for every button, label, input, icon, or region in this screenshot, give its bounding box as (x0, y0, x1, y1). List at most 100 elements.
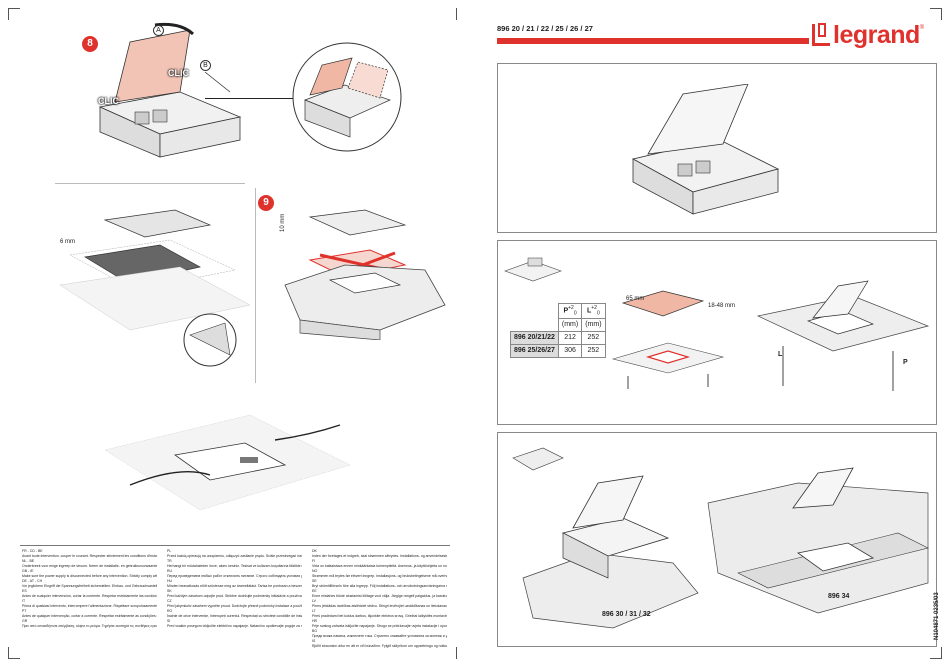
unit-p: (mm) (557, 317, 583, 332)
warning-text: Преди всяка намеса, изключете тока. Стри… (312, 634, 447, 638)
warning-text: GR (22, 619, 28, 623)
warning-text: Pred každým zásahom odpojte prúd. Strikt… (167, 594, 302, 598)
warning-text: RU (167, 569, 173, 573)
warning-text: Pred vsakim posegom izključite električn… (167, 624, 302, 628)
warning-text: PT (22, 609, 27, 613)
mini-floor-illustration (504, 257, 562, 282)
warning-text: HR (312, 619, 318, 623)
fold-line (456, 647, 457, 659)
warnings-col-2: PL Przed każdą operacją na urządzeniu, o… (167, 549, 302, 629)
warning-text: Перед проведением любых работ отключить … (167, 574, 302, 578)
warning-text: NO (312, 569, 318, 573)
warning-text: SK (167, 589, 172, 593)
warning-text: Herhangi bir müdahaleden önce, akımı kes… (167, 564, 302, 568)
warning-text: HU (167, 579, 173, 583)
step-divider (55, 183, 245, 184)
warning-text: NL - BE (22, 559, 35, 563)
warnings-top-rule (20, 545, 450, 546)
warning-text: SE (312, 579, 317, 583)
product-ref-right: 896 34 (828, 593, 850, 600)
header-p: P+20 (557, 303, 583, 319)
dim-65mm: 65 mm (626, 296, 645, 302)
warning-text: Virta on katkaistava ennen minkäänlaisia… (312, 564, 447, 568)
header-red-bar (497, 38, 809, 44)
accessories-panel: 896 30 / 31 / 32 896 34 (497, 432, 937, 647)
legrand-registered: ® (919, 25, 925, 31)
unit-l: (mm) (581, 317, 606, 332)
crop-mark (930, 647, 942, 659)
warning-text: PL (167, 549, 172, 553)
detail-circle-illustration (292, 42, 402, 152)
warning-text: BG (312, 629, 318, 633)
warning-text: Prieš pradėdami bet kokius darbus, išjun… (312, 614, 447, 618)
crop-mark (930, 8, 942, 20)
warning-text: Przed każdą operacją na urządzeniu, odłą… (167, 554, 302, 558)
warning-text: EE (312, 589, 317, 593)
warning-text: Antes de cualquier intervención, cortar … (22, 594, 157, 598)
warning-text: LT (312, 609, 316, 613)
warning-text: Prije svakog zahvata isključite napajanj… (312, 624, 447, 628)
legrand-logo: legrand ® (812, 20, 924, 50)
warning-text: Antes de qualquer intervenção, cortar a … (22, 614, 157, 618)
header-l: L+20 (581, 303, 606, 319)
warning-text: Pirms jebkādas darbības atslēdziet strāv… (312, 604, 447, 608)
warning-text: Avant toute intervention, couper le cour… (22, 554, 157, 558)
warning-text: DE - AT - CH (22, 579, 43, 583)
step-9-badge: 9 (258, 195, 274, 211)
dim-6mm: 6 mm (60, 239, 75, 245)
warning-text: TR (167, 559, 172, 563)
step-8-badge: 8 (82, 36, 98, 52)
product-panel (497, 63, 937, 233)
warning-text: IT (22, 599, 26, 603)
dim-p: P (903, 359, 908, 366)
document-code: N104871 0235/03 (934, 592, 940, 640)
raised-floor-illustration (756, 280, 930, 391)
warning-text: Onderbreek voor enige ingreep de stroom.… (22, 564, 157, 568)
warning-text: Minden beavatkozás előtt szüntesse meg a… (167, 584, 302, 588)
dimensions-panel: P+20 L+20 (mm) (mm) 896 20/21/22 212 252… (497, 240, 937, 425)
product-ref-left: 896 30 / 31 / 32 (602, 611, 651, 618)
crop-mark (8, 647, 20, 659)
warning-text: ES (22, 589, 27, 593)
warning-text: GB - IE (22, 569, 34, 573)
crop-mark (8, 8, 20, 20)
dim-18-48mm: 18-48 mm (708, 303, 736, 309)
warning-text: IS (312, 639, 316, 643)
table-row: 896 20/21/22 212 252 (510, 330, 606, 345)
warning-text: CZ (167, 599, 172, 603)
header-ref-numbers: 896 20 / 21 / 22 / 25 / 26 / 27 (497, 24, 593, 33)
warning-text: Πριν από οποιαδήποτε επέμβαση, κόψτε το … (22, 624, 157, 628)
fold-line (456, 8, 457, 20)
callout-b: B (200, 60, 211, 71)
left-accessory-illustration (512, 447, 699, 629)
warning-text: RO (167, 609, 173, 613)
warning-text: Před jakýmkoliv zásahem vypněte proud. D… (167, 604, 302, 608)
warning-text: LV (312, 599, 317, 603)
right-accessory-illustration (707, 467, 929, 614)
dim-l: L (778, 351, 783, 358)
table-row: 896 25/26/27 306 252 (510, 343, 606, 358)
warning-text: SI (167, 619, 171, 623)
carpet-box-illustration (104, 414, 351, 511)
carpet-cut-illustration (59, 209, 251, 367)
legrand-logo-mark (812, 23, 830, 46)
step-8-illustration (98, 22, 242, 158)
warning-text: Make sure the power supply is disconnect… (22, 574, 157, 578)
warning-text: Prima di qualsiasi intervento, interromp… (22, 604, 157, 608)
warnings-col-3: DK Inden der foretages et indgreb, skal … (312, 549, 447, 649)
step-divider (255, 188, 256, 383)
warning-text: Inden der foretages et indgreb, skal str… (312, 554, 447, 558)
warnings-col-1: FR - CD - BE Avant toute intervention, c… (22, 549, 157, 629)
cutout-illustration (611, 290, 725, 389)
warning-text: FR - CD - BE (22, 549, 43, 553)
legrand-wordmark: legrand (833, 20, 920, 49)
callout-a: A (153, 25, 164, 36)
warning-text: Bryt strömtillförseln före alla ingrepp.… (312, 584, 447, 588)
warning-text: Vor jeglichem Eingriff die Spannungsfrei… (22, 584, 157, 588)
dimensions-table: P+20 L+20 (mm) (mm) 896 20/21/22 212 252… (510, 303, 606, 358)
warning-text: DK (312, 549, 317, 553)
warning-text: Strømmen må brytes før ethvert inngrep. … (312, 574, 447, 578)
product-illustration (631, 84, 780, 215)
warning-text: Enne mistahes tööde alustamist lülitage … (312, 594, 447, 598)
warning-text: Rjúfið strauminn áður en átt er við búna… (312, 644, 447, 648)
